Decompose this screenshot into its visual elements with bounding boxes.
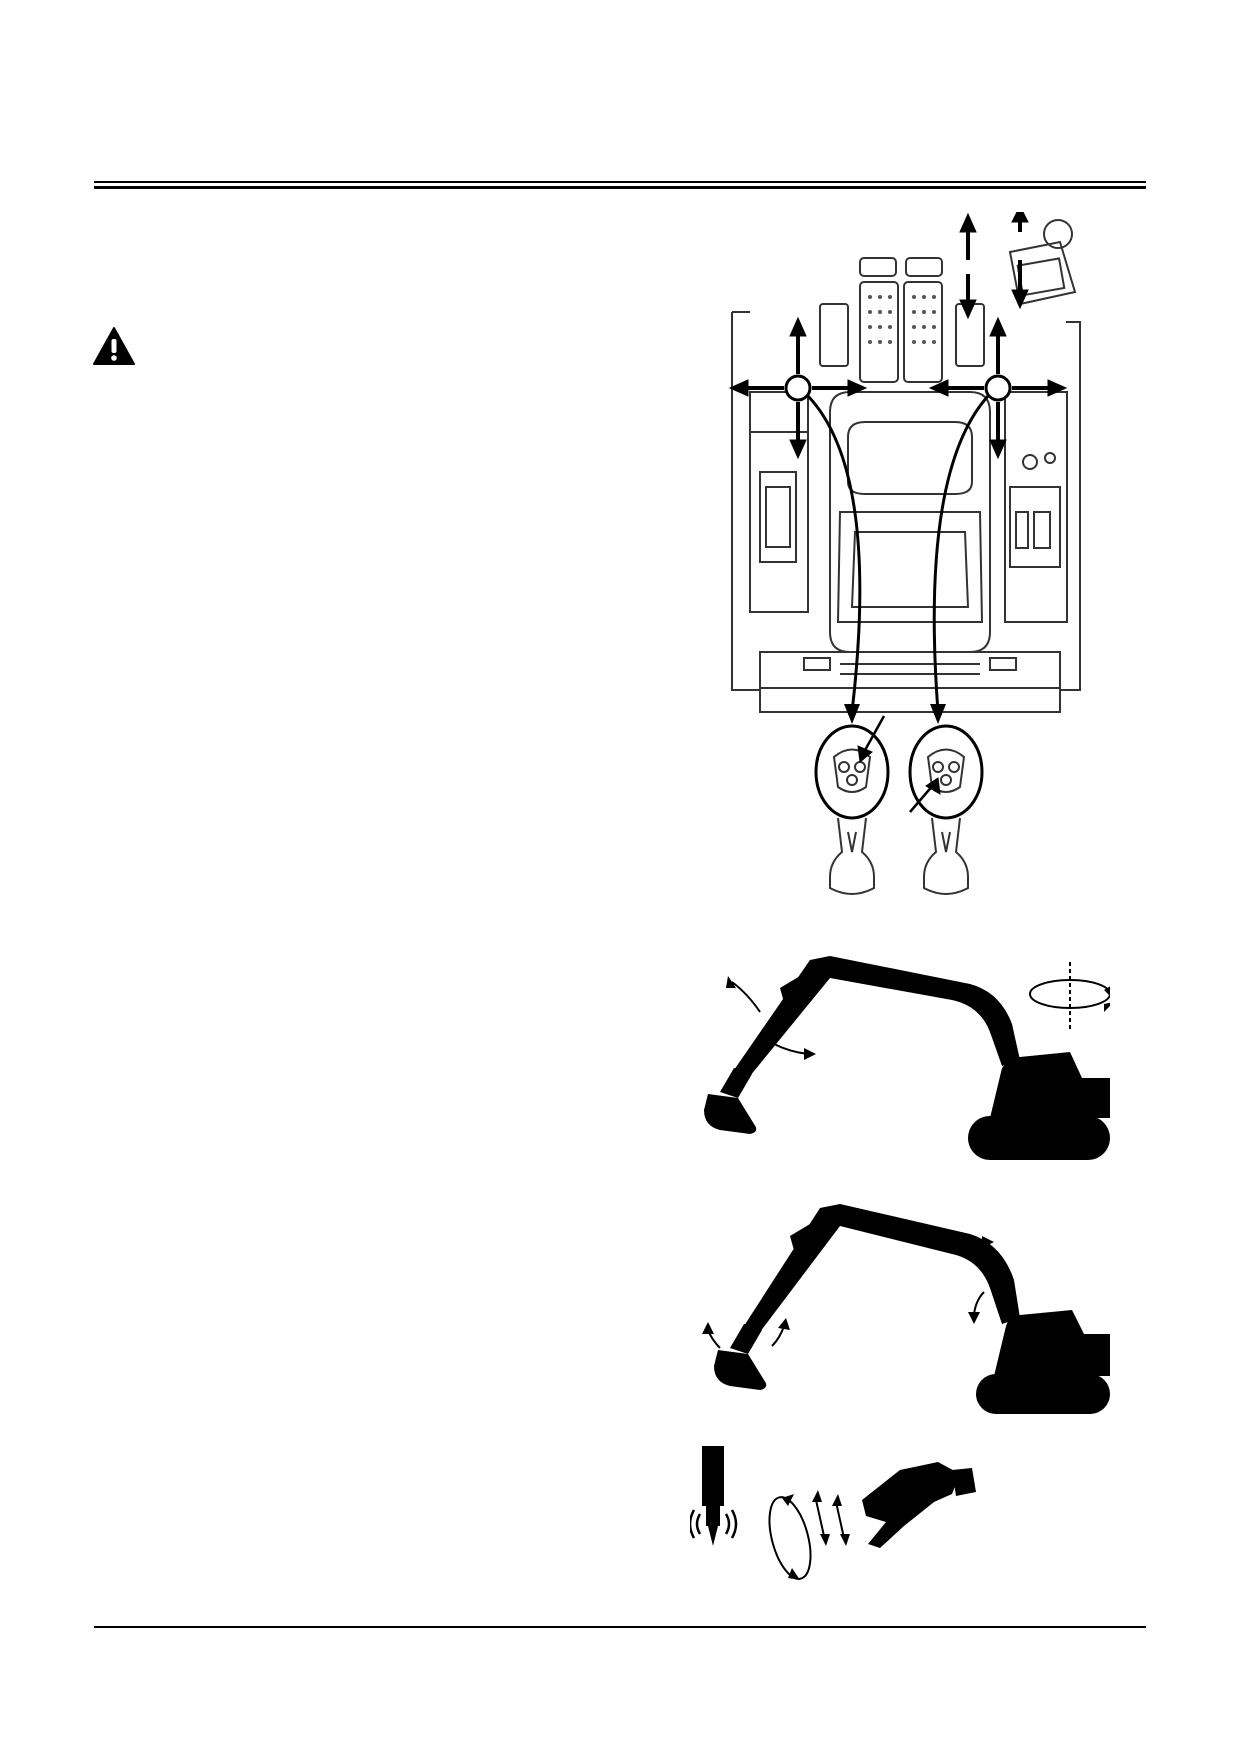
attachments-figure	[690, 1440, 990, 1590]
header-rule-thin	[94, 181, 1146, 183]
rotation-icon	[768, 1496, 845, 1580]
cab-controls-figure	[720, 212, 1100, 912]
header-rule-thick	[94, 186, 1146, 189]
excavator-bucket-figure	[690, 1196, 1110, 1416]
footer-rule	[94, 1626, 1146, 1628]
crusher-icon	[862, 1462, 976, 1548]
warning-icon	[92, 326, 136, 366]
hammer-icon	[702, 1446, 724, 1546]
excavator-swing-figure	[690, 948, 1110, 1162]
